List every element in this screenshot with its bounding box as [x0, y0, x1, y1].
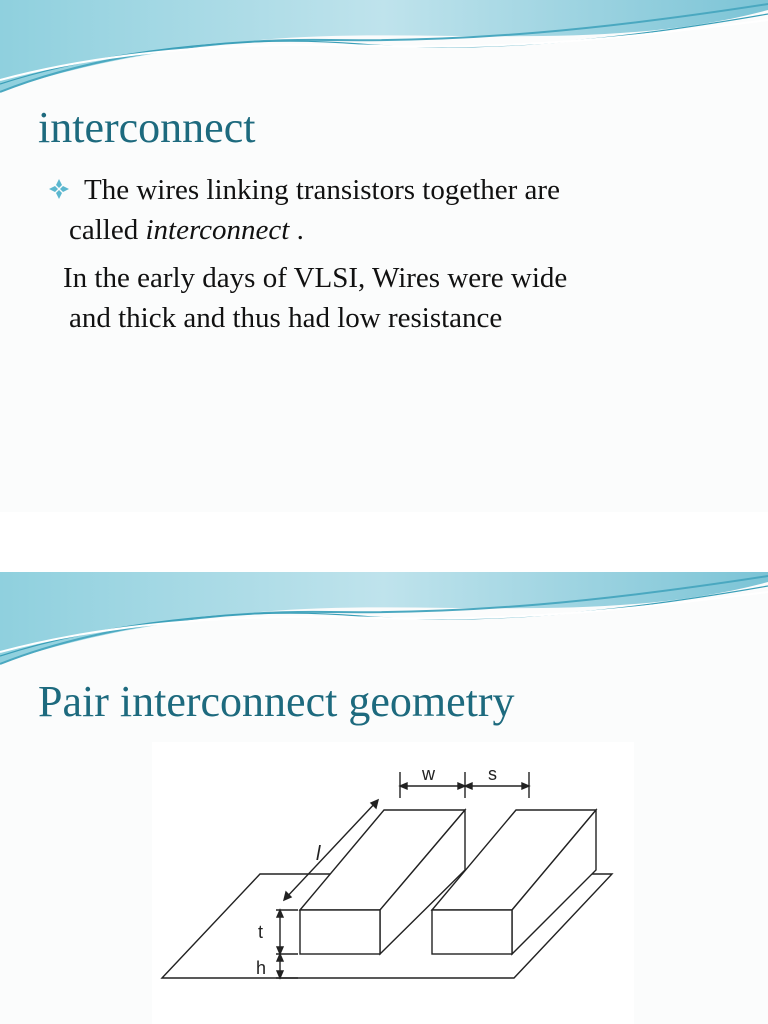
slide-1-title: interconnect [38, 103, 256, 152]
s-arrow-left [463, 781, 473, 791]
w-label: w [421, 764, 436, 784]
l-arrow-bottom [282, 890, 293, 902]
l-arrow-top [369, 798, 380, 810]
w-arrow-left [398, 781, 408, 791]
h-arrow-bottom [275, 970, 285, 980]
t-label: t [258, 922, 263, 942]
t-arrow-bottom [275, 946, 285, 956]
slide-2-title: Pair interconnect geometry [38, 677, 515, 726]
paragraph-line-2: and thick and thus had low resistance [69, 302, 503, 334]
slide-2: Pair interconnect geometry [0, 572, 768, 1024]
slide-1-banner [0, 0, 768, 93]
diamond-bullet-icon [49, 179, 69, 199]
s-label: s [488, 764, 497, 784]
s-arrow-right [521, 781, 531, 791]
t-arrow-top [275, 908, 285, 918]
wire-1-front [299, 909, 381, 955]
h-label: h [256, 958, 266, 978]
slide-separator [0, 512, 768, 572]
w-arrow-right [457, 781, 467, 791]
slide-2-banner [0, 572, 768, 665]
slide-1: interconnect The wires linking transisto… [0, 0, 768, 334]
geometry-diagram: w s l t h [160, 764, 614, 980]
bullet-line-2: called interconnect . [69, 214, 304, 247]
l-label: l [316, 843, 321, 865]
bullet-line-2-plain: called [69, 214, 146, 246]
wire-2-front [431, 909, 513, 955]
bullet-line-1: The wires linking transistors together a… [84, 174, 560, 206]
l-dim-line [283, 799, 379, 901]
h-arrow-top [275, 952, 285, 962]
bullet-line-2-end: . [289, 214, 304, 246]
bullet-line-2-italic: interconnect [145, 214, 290, 246]
interconnect-geometry-figure: w s l t h [152, 742, 634, 1024]
paragraph-line-1: In the early days of VLSI, Wires were wi… [63, 262, 568, 294]
